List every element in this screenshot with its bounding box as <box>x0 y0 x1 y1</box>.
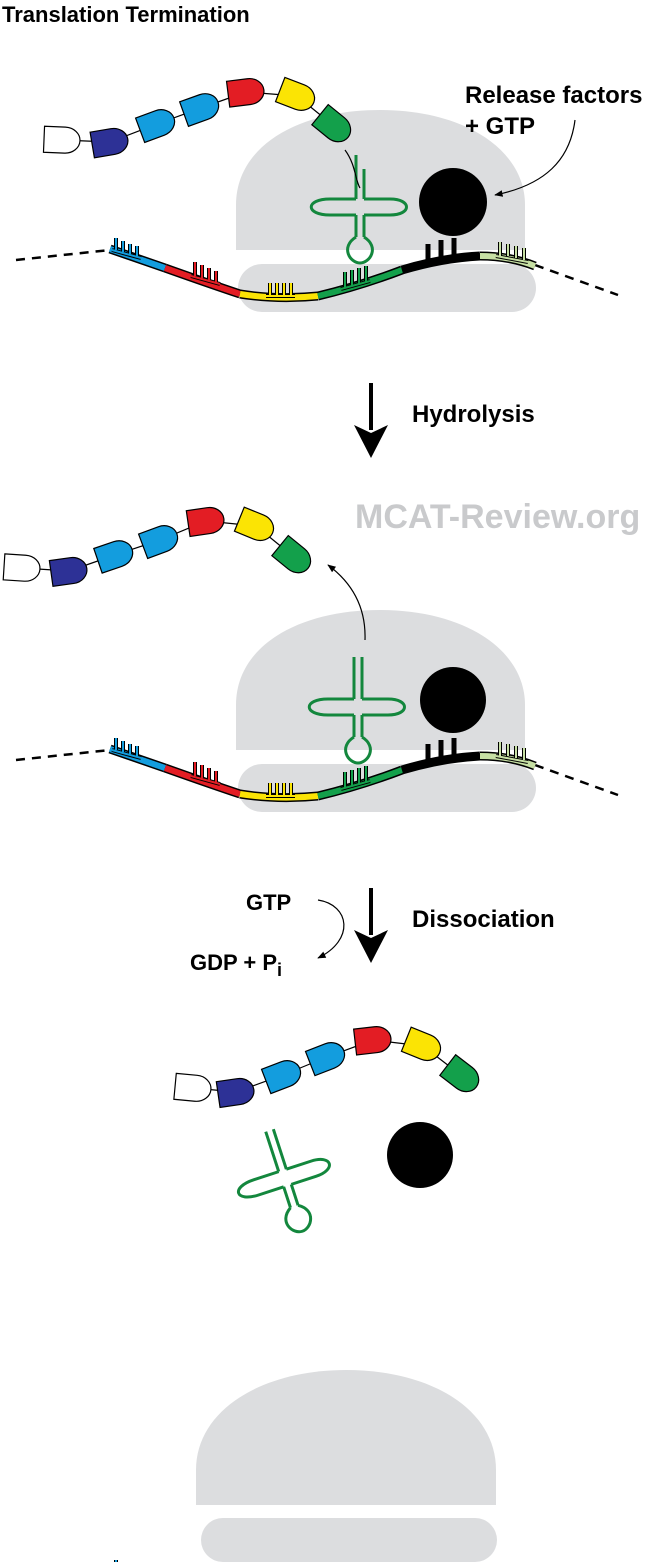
codon-segment <box>401 753 481 773</box>
amino-acid-bead <box>352 1026 392 1056</box>
anticodon-bases <box>340 766 371 790</box>
amino-acid-bead <box>310 103 352 143</box>
amino-acid-bead <box>185 506 225 538</box>
anticodon-bases <box>111 238 142 259</box>
trna-icon <box>237 1128 331 1234</box>
anticodon-bases <box>495 242 529 263</box>
codon-segment <box>163 765 241 797</box>
trna-icon <box>307 657 406 765</box>
amino-acid-bead <box>400 1026 442 1062</box>
hydrolysis-label: Hydrolysis <box>412 401 535 428</box>
amino-acid-bead <box>137 525 179 560</box>
amino-acid-bead <box>274 76 316 111</box>
anticodon-bases <box>495 742 529 763</box>
codon-segment <box>401 253 481 273</box>
polypeptide-chain <box>42 76 361 189</box>
mrna-strand <box>15 238 619 303</box>
anticodon-bases <box>111 738 142 759</box>
amino-acid-bead <box>260 1060 302 1095</box>
page-title: Translation Termination <box>2 2 250 27</box>
stop-codon-bases <box>425 238 457 262</box>
release-factors-label: Release factors <box>465 82 642 109</box>
amino-acid-bead <box>225 78 265 108</box>
gtp-label: GTP <box>246 890 291 915</box>
stage-1: Release factors + GTP <box>15 76 642 312</box>
dissociation-arrow: Dissociation GTP GDP + Pi <box>190 888 555 980</box>
amino-acid-bead <box>233 506 275 542</box>
amino-acid-bead <box>304 1042 346 1077</box>
stop-codon-bases <box>425 738 457 762</box>
release-factor-icon <box>387 1122 453 1188</box>
polypeptide-chain <box>173 1026 480 1109</box>
ribosome-small-subunit <box>201 1518 497 1562</box>
amino-acid-bead <box>215 1077 255 1109</box>
release-arrow <box>327 564 366 641</box>
amino-acid-bead <box>89 127 129 159</box>
dissociation-label: Dissociation <box>412 906 555 933</box>
plus-gtp-label: + GTP <box>465 113 535 140</box>
amino-acid-bead <box>178 93 220 128</box>
stage-2 <box>2 506 619 812</box>
anticodon-bases <box>340 266 371 290</box>
anticodon-bases <box>266 783 295 797</box>
trna-link-line <box>344 149 361 189</box>
mrna-strand <box>15 738 619 803</box>
polypeptide-chain <box>2 506 312 588</box>
hydrolysis-arrow: Hydrolysis <box>354 383 535 458</box>
amino-acid-bead <box>48 556 88 588</box>
stage-3 <box>114 1026 497 1562</box>
amino-acid-bead <box>173 1072 212 1102</box>
gdp-pi-label: GDP + Pi <box>190 950 282 980</box>
release-factor-icon <box>420 667 486 733</box>
ribosome-large-subunit <box>196 1370 496 1505</box>
amino-acid-bead <box>134 109 176 144</box>
anticodon-bases <box>190 762 221 785</box>
codon-segment <box>163 265 241 297</box>
release-factor-arrow <box>494 119 576 197</box>
watermark: MCAT-Review.org <box>355 498 640 536</box>
amino-acid-bead <box>42 125 81 154</box>
anticodon-bases <box>266 283 295 297</box>
amino-acid-bead <box>2 553 41 582</box>
anticodon-bases <box>190 262 221 285</box>
amino-acid-bead <box>438 1053 480 1093</box>
ribosome-large-subunit <box>236 610 525 750</box>
gtp-hydrolysis-curve <box>317 899 345 959</box>
amino-acid-bead <box>93 540 134 574</box>
release-factor-icon <box>419 168 487 236</box>
amino-acid-bead <box>270 534 312 574</box>
trna-icon <box>309 155 408 265</box>
